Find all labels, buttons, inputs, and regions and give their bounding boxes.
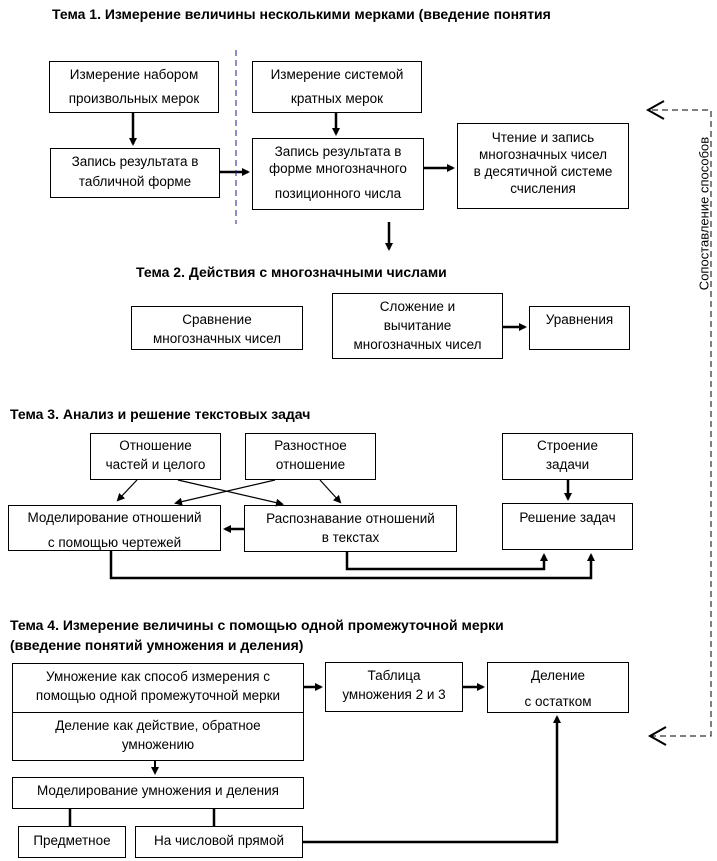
box-line: Сложение и (379, 299, 456, 314)
box-task-solving: Решение задач (502, 503, 633, 550)
box-line: Деление как действие, обратное (55, 718, 261, 733)
box-multiple-measures: Измерение системой кратных мерок (252, 61, 422, 113)
box-line: Разностное (274, 438, 347, 453)
open-arrow-bottom (647, 726, 667, 746)
box-line: Запись результата в (274, 144, 402, 159)
box-add-subtract: Сложение и вычитание многозначных чисел (332, 293, 503, 359)
topic1-heading: Тема 1. Измерение величины несколькими м… (52, 6, 551, 22)
arrow-difference-to-modeling (174, 479, 276, 506)
box-line: с остатком (524, 693, 592, 709)
box-line: Запись результата в (71, 154, 199, 169)
box-line: Предметное (33, 833, 111, 848)
box-line: в текстах (321, 529, 380, 545)
box-positional-number: Запись результата в форме многозначного … (252, 138, 424, 210)
box-task-structure: Строение задачи (502, 433, 633, 480)
box-reading-writing: Чтение и запись многозначных чисел в дес… (457, 123, 629, 209)
box-line: многозначных чисел (478, 146, 608, 162)
box-modeling-mult-div: Моделирование умножения и деления (12, 777, 304, 809)
box-compare-numbers: Сравнение многозначных чисел (131, 306, 303, 350)
box-line: с помощью чертежей (47, 534, 182, 550)
box-line: Таблица (367, 668, 421, 683)
box-line: Моделирование отношений (27, 510, 202, 525)
topic3-heading: Тема 3. Анализ и решение текстовых задач (10, 406, 311, 422)
topic4-heading-line2: (введение понятий умножения и деления) (10, 637, 304, 653)
box-line: счисления (510, 180, 576, 196)
arrow-modeling-to-solving (109, 551, 595, 580)
box-line: частей и целого (105, 456, 206, 472)
box-line: Чтение и запись (491, 130, 595, 145)
arrow-parts-to-recognition (177, 479, 284, 507)
box-line: многозначных чисел (152, 330, 282, 346)
topic2-heading: Тема 2. Действия с многозначными числами (136, 264, 447, 280)
topic4-heading-line1: Тема 4. Измерение величины с помощью одн… (10, 617, 504, 633)
arrow-difference-to-recognition (319, 479, 342, 504)
box-modeling-relations: Моделирование отношений с помощью чертеж… (8, 505, 221, 551)
box-recognition-relations: Распознавание отношений в текстах (244, 505, 457, 552)
box-line: Сравнение (182, 312, 252, 327)
box-line: Деление (530, 668, 586, 683)
box-line: вычитание (383, 317, 452, 333)
box-line: Строение (537, 438, 598, 453)
box-multiplication: Умножение как способ измерения с помощью… (12, 663, 304, 713)
box-table-form: Запись результата в табличной форме (50, 148, 220, 198)
box-line: помощью одной промежуточной мерки (35, 687, 281, 703)
box-line: Измерение системой (270, 67, 404, 82)
box-line: форме многозначного (269, 160, 407, 176)
box-equations: Уравнения (529, 306, 630, 350)
box-line: Уравнения (545, 312, 614, 327)
box-line: умножению (121, 736, 195, 752)
box-arbitrary-measures: Измерение набором произвольных мерок (49, 61, 219, 113)
box-number-line: На числовой прямой (135, 826, 303, 858)
box-line: многозначных чисел (353, 336, 482, 352)
box-line: Отношение (119, 438, 192, 453)
box-line: произвольных мерок (68, 90, 200, 106)
box-difference-relation: Разностное отношение (245, 433, 376, 480)
box-line: в десятичной системе (473, 163, 613, 179)
box-line: табличной форме (78, 173, 192, 189)
box-line: задачи (545, 456, 590, 472)
box-line: отношение (275, 456, 346, 472)
box-division-remainder: Деление с остатком (487, 662, 629, 713)
box-line: кратных мерок (290, 90, 384, 106)
box-line: позиционного числа (274, 185, 402, 201)
box-objective: Предметное (18, 826, 126, 858)
box-line: Решение задач (519, 510, 616, 525)
box-multiplication-table: Таблица умножения 2 и 3 (325, 662, 463, 712)
box-division-inverse: Деление как действие, обратное умножению (12, 712, 304, 761)
arrow-numberline-to-remainder (303, 715, 561, 844)
box-line: Измерение набором (69, 67, 199, 82)
box-line: Умножение как способ измерения с (45, 669, 271, 684)
arrow-recognition-to-solving (345, 552, 548, 571)
box-line: На числовой прямой (154, 833, 284, 848)
box-line: Распознавание отношений (266, 511, 435, 526)
dashed-comparison-line (652, 109, 712, 737)
open-arrow-top (645, 100, 665, 120)
box-line: Моделирование умножения и деления (37, 783, 279, 798)
arrow-parts-to-modeling (116, 479, 138, 502)
box-parts-whole: Отношение частей и целого (90, 433, 221, 480)
box-line: умножения 2 и 3 (342, 686, 446, 702)
